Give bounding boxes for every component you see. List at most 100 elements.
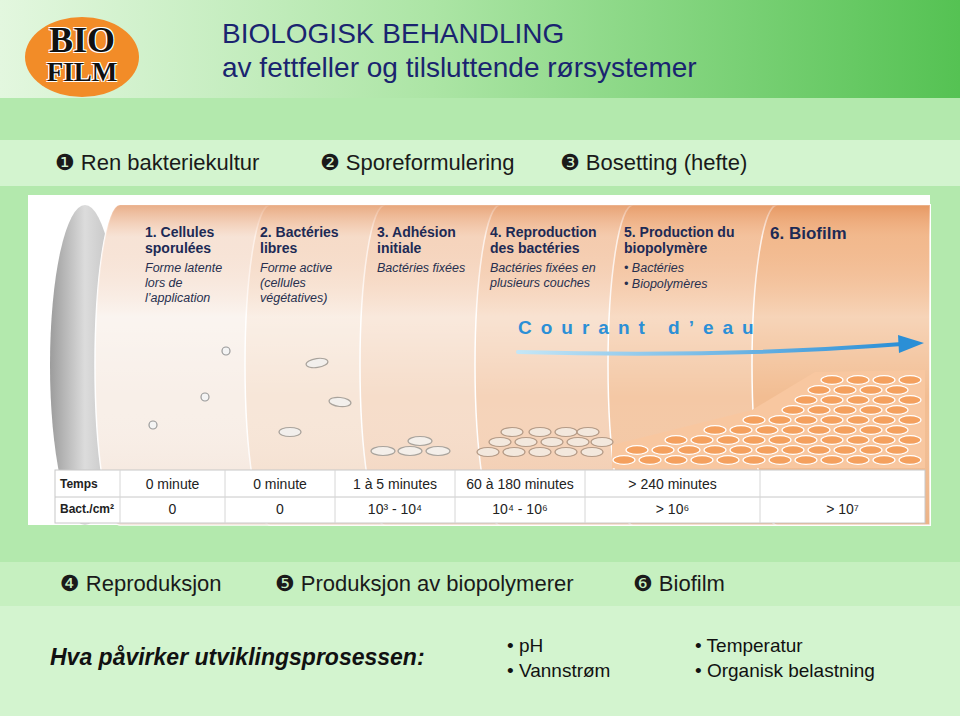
stage-note: Bactéries fixées en plusieurs couches	[490, 261, 609, 291]
bacterium	[279, 428, 301, 437]
step-label: ❹ Reproduksjon	[60, 562, 222, 606]
stage-heading: 4. Reproduction des bactéries	[490, 224, 609, 256]
pipe-stage: 1. Cellules sporuléesForme latente lors …	[145, 224, 244, 306]
bacterium	[873, 396, 895, 405]
bacterium	[691, 436, 713, 445]
table-rule	[455, 470, 456, 523]
bacterium	[899, 396, 921, 405]
factor-item: • Vannstrøm	[507, 659, 610, 683]
bacterium	[847, 416, 869, 425]
bacterium	[222, 347, 230, 355]
table-cell: 0 minute	[225, 472, 335, 497]
bacterium	[529, 428, 551, 437]
bacterium	[847, 456, 869, 465]
bacterium	[886, 446, 908, 455]
title: BIOLOGISK BEHANDLING	[222, 18, 564, 50]
bacterium	[847, 376, 869, 385]
bacterium	[730, 426, 752, 435]
pipe-stage: 5. Production du biopolymère• Bactéries•…	[624, 224, 750, 292]
bacterium	[795, 396, 817, 405]
stage-note: Bactéries fixées	[377, 261, 472, 276]
bacterium	[899, 436, 921, 445]
bacterium	[756, 446, 778, 455]
bacterium	[371, 447, 395, 456]
bacterium	[795, 456, 817, 465]
bacterium	[821, 396, 843, 405]
bacterium	[860, 406, 882, 415]
bacterium	[529, 448, 551, 457]
table-rule	[120, 470, 121, 523]
picture-panel	[28, 195, 930, 525]
bacterium	[704, 446, 726, 455]
step-band: ❶ Ren bakteriekultur❷ Sporeformulering❸ …	[0, 140, 960, 186]
bacterium	[408, 437, 432, 446]
stage-note: Forme active (cellules végétatives)	[260, 261, 357, 306]
bacterium	[756, 426, 778, 435]
table-rule	[760, 470, 761, 523]
bacterium	[873, 376, 895, 385]
bacterium	[717, 436, 739, 445]
bacterium	[149, 421, 157, 429]
table-cell: 0	[225, 497, 335, 522]
bacterium	[834, 406, 856, 415]
table-cell: 10³ - 10⁴	[335, 497, 455, 522]
bacterium	[808, 386, 830, 395]
pipe-stage: 6. Biofilm	[770, 224, 910, 243]
bacterium	[201, 393, 209, 401]
bacterium	[886, 386, 908, 395]
bacterium	[577, 428, 599, 437]
table-cell: 10⁴ - 10⁶	[455, 497, 585, 522]
bacterium	[743, 456, 765, 465]
bacterium	[665, 436, 687, 445]
bacterium	[873, 416, 895, 425]
bacterium	[678, 446, 700, 455]
bacterium	[613, 456, 635, 465]
table-frame	[55, 470, 925, 523]
pipe-stage: 3. Adhésion initialeBactéries fixées	[377, 224, 472, 276]
bacterium	[305, 357, 328, 369]
flow-arrowhead	[898, 335, 924, 353]
bacterium	[704, 426, 726, 435]
bacterium	[899, 376, 921, 385]
footer-ground	[0, 606, 960, 716]
subtitle: av fettfeller og tilsluttende rørsysteme…	[222, 52, 697, 84]
bacterium	[515, 438, 537, 447]
step-label: ❶ Ren bakteriekultur	[55, 140, 259, 186]
pipe-stage: 2. Bactéries libresForme active (cellule…	[260, 224, 357, 306]
bacterium	[743, 436, 765, 445]
bacterium	[899, 456, 921, 465]
bacterium	[834, 426, 856, 435]
header-ground	[0, 0, 960, 98]
table-cell: 60 à 180 minutes	[455, 472, 585, 497]
table-rule	[225, 470, 226, 523]
bacterium	[886, 426, 908, 435]
bacterium	[555, 448, 577, 457]
bacterium	[652, 446, 674, 455]
bacterium	[795, 416, 817, 425]
biopolymer-matrix	[612, 370, 925, 468]
step-label: ❷ Sporeformulering	[320, 140, 515, 186]
bacterium	[501, 428, 523, 437]
bacterium	[808, 446, 830, 455]
bacterium	[591, 438, 613, 447]
bacterium	[581, 448, 603, 457]
bacterium	[847, 436, 869, 445]
stage-heading: 5. Production du biopolymère	[624, 224, 750, 256]
bacterium	[489, 438, 511, 447]
step-label: ❺ Produksjon av biopolymerer	[275, 562, 574, 606]
bacterium	[541, 438, 563, 447]
bacterium	[782, 446, 804, 455]
row-header: Temps	[60, 472, 98, 497]
logo-text: FILM	[24, 58, 140, 86]
bacterium	[329, 396, 352, 407]
bacterium	[567, 438, 589, 447]
table-cell: 0	[120, 497, 225, 522]
logo-text: BIO	[24, 22, 140, 58]
factor-item: • pH	[507, 634, 543, 658]
pipe-stage: 4. Reproduction des bactériesBactéries f…	[490, 224, 609, 291]
flow-label: Courant d’eau	[518, 316, 763, 340]
bacterium	[398, 447, 422, 456]
bacterium	[860, 446, 882, 455]
